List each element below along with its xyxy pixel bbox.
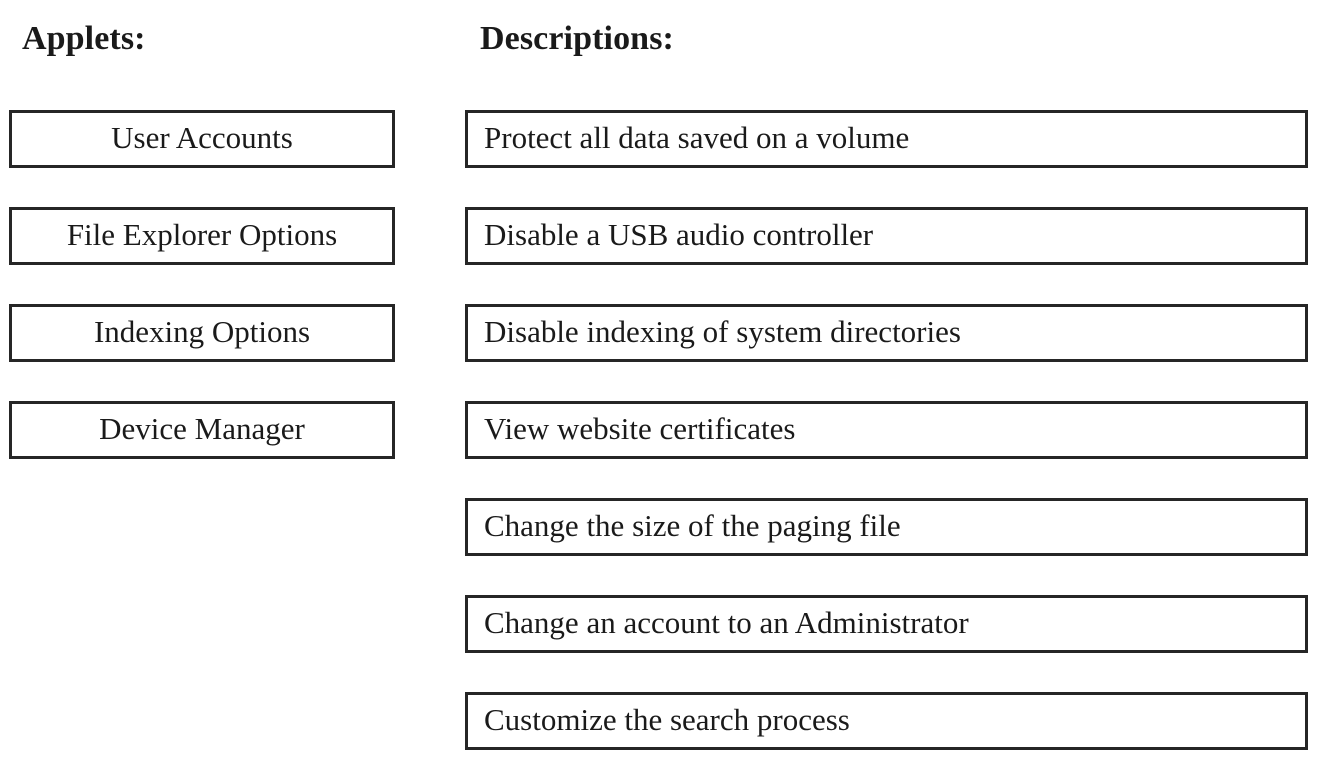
descriptions-column-heading: Descriptions:: [480, 20, 674, 57]
description-box-disable-indexing[interactable]: Disable indexing of system directories: [465, 304, 1308, 362]
applets-box-list: User Accounts File Explorer Options Inde…: [9, 110, 395, 459]
applet-box-user-accounts[interactable]: User Accounts: [9, 110, 395, 168]
applet-box-file-explorer-options[interactable]: File Explorer Options: [9, 207, 395, 265]
applets-column-heading: Applets:: [22, 20, 146, 57]
description-box-paging-file-size[interactable]: Change the size of the paging file: [465, 498, 1308, 556]
description-box-customize-search[interactable]: Customize the search process: [465, 692, 1308, 750]
applet-label: Device Manager: [99, 410, 305, 446]
description-label: Change the size of the paging file: [484, 507, 901, 543]
applet-box-indexing-options[interactable]: Indexing Options: [9, 304, 395, 362]
description-label: Change an account to an Administrator: [484, 604, 969, 640]
description-label: Disable indexing of system directories: [484, 313, 961, 349]
description-box-change-account-admin[interactable]: Change an account to an Administrator: [465, 595, 1308, 653]
descriptions-box-list: Protect all data saved on a volume Disab…: [465, 110, 1308, 750]
description-box-view-certificates[interactable]: View website certificates: [465, 401, 1308, 459]
description-label: Protect all data saved on a volume: [484, 119, 910, 155]
description-label: Disable a USB audio controller: [484, 216, 874, 252]
applet-label: Indexing Options: [93, 313, 311, 349]
applet-label: User Accounts: [111, 119, 293, 155]
applet-box-device-manager[interactable]: Device Manager: [9, 401, 395, 459]
description-box-protect-volume[interactable]: Protect all data saved on a volume: [465, 110, 1308, 168]
applet-label: File Explorer Options: [66, 216, 338, 252]
description-box-disable-usb-audio[interactable]: Disable a USB audio controller: [465, 207, 1308, 265]
description-label: View website certificates: [484, 410, 796, 446]
description-label: Customize the search process: [484, 701, 850, 737]
